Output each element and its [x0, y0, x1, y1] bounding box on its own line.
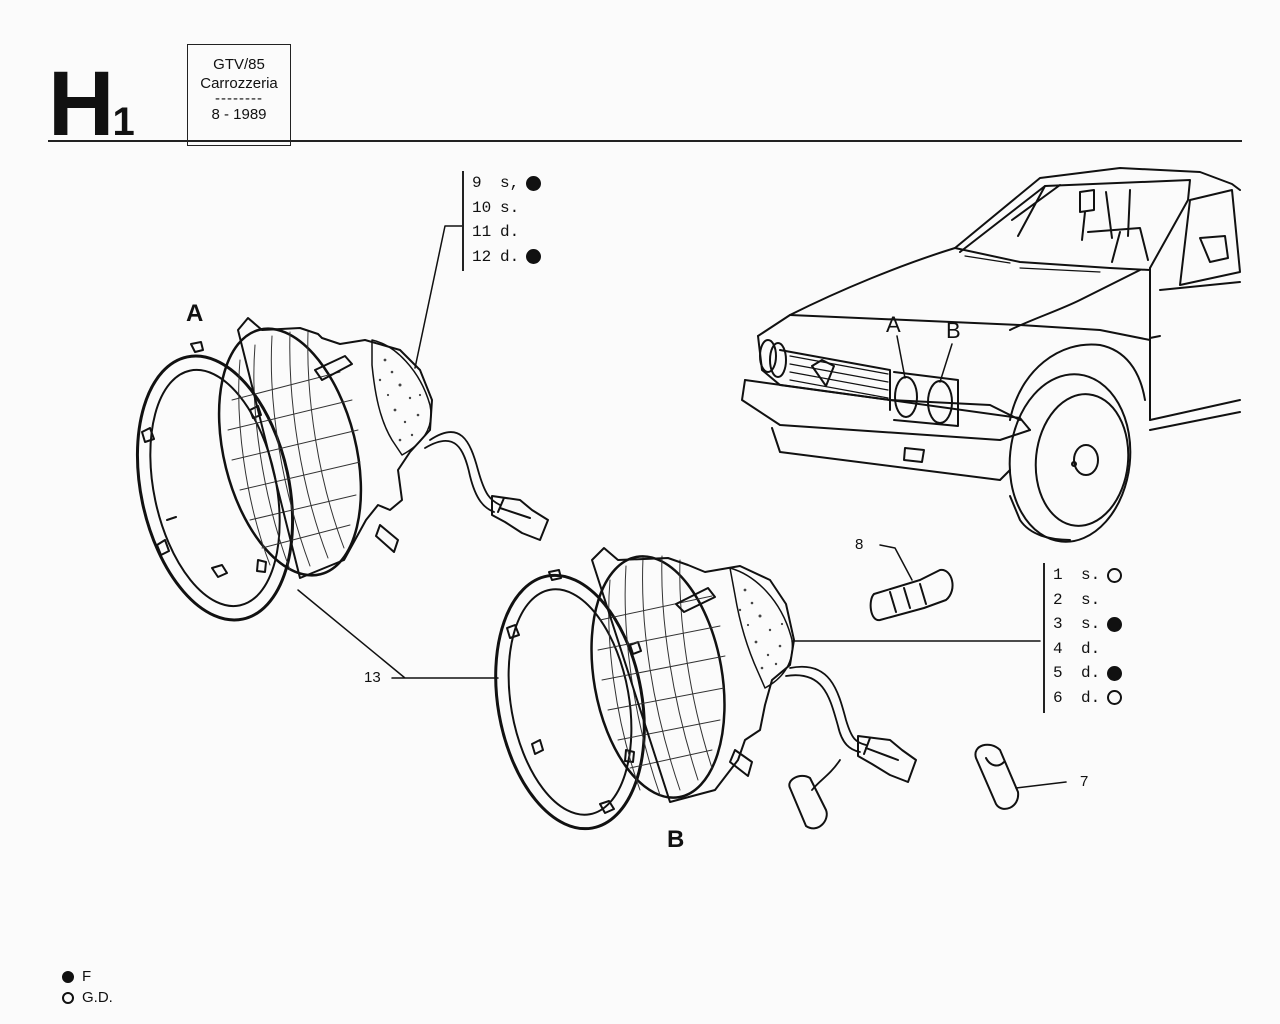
ref-number: 9 — [472, 174, 482, 192]
page-code-number: 1 — [112, 100, 135, 144]
ref-row: 11 d. — [472, 220, 541, 245]
ref-number: 1 — [1053, 566, 1063, 584]
bulb-7 — [974, 743, 1067, 810]
legend-label-f: F — [82, 968, 92, 985]
ref-row: 5 d. — [1053, 661, 1122, 686]
label-car-b: B — [946, 318, 961, 343]
housing-b — [591, 547, 795, 803]
filled-dot-icon — [62, 970, 74, 983]
filled-dot-icon — [1107, 616, 1122, 632]
section-name: Carrozzeria — [200, 75, 278, 92]
ref-row: 12 d. — [472, 245, 541, 270]
cable-b — [785, 665, 867, 753]
housing-a — [237, 317, 433, 579]
ref-row: 3 s. — [1053, 612, 1122, 637]
ref-side: d. — [1081, 664, 1101, 682]
lens-b — [590, 555, 726, 799]
ref-side: d. — [500, 223, 520, 241]
ref-side: s. — [1081, 615, 1101, 633]
header-divider — [48, 140, 1242, 142]
callout-bulb-holder: 8 — [855, 536, 864, 553]
ref-number: 4 — [1053, 639, 1063, 658]
page-code: H1 — [48, 58, 135, 150]
ref-row: 6 d. — [1053, 686, 1122, 711]
side-bulb-holder — [788, 774, 828, 830]
rim-leader — [297, 589, 499, 679]
ref-side: d. — [1081, 688, 1101, 707]
revision-date: 8 - 1989 — [211, 106, 267, 123]
legend-item-f: F — [62, 966, 113, 987]
open-dot-icon — [1107, 690, 1122, 706]
legend-label-gd: G.D. — [82, 989, 113, 1006]
title-dashes: -------- — [215, 90, 263, 107]
label-headlamp-b: B — [667, 826, 685, 853]
car-illustration — [741, 167, 1241, 543]
ref-number: 11 — [472, 223, 492, 241]
ref-number: 5 — [1053, 664, 1063, 682]
ref-row: 1 s. — [1053, 563, 1122, 588]
title-block: GTV/85 Carrozzeria -------- 8 - 1989 — [187, 44, 291, 146]
ref-side: s. — [1081, 566, 1101, 584]
connector-a — [491, 495, 549, 541]
label-car-a: A — [886, 312, 901, 337]
ref-list-headlamp-a: 9 s, 10 s. 11 d. 12 d. — [462, 171, 541, 271]
callout-rim: 13 — [364, 669, 381, 686]
filled-dot-icon — [526, 175, 541, 191]
ref-number: 6 — [1053, 688, 1063, 707]
ref-number: 10 — [472, 198, 492, 217]
trim-ring-a — [135, 354, 295, 622]
ref-side: s, — [500, 174, 520, 192]
connector-b — [857, 735, 917, 783]
model-name: GTV/85 — [213, 56, 265, 73]
cable-a — [424, 431, 501, 513]
ref-row: 9 s, — [472, 171, 541, 196]
ref-list-headlamp-b: 1 s. 2 s. 3 s. 4 d. 5 d. 6 d. — [1043, 563, 1122, 713]
ref-number: 12 — [472, 247, 492, 266]
headlamp-a-assembly — [135, 225, 549, 622]
ref-number: 3 — [1053, 615, 1063, 633]
open-dot-icon — [1107, 567, 1122, 583]
ref-side: d. — [1081, 639, 1101, 658]
ref-row: 10 s. — [472, 196, 541, 221]
ref-row: 2 s. — [1053, 588, 1122, 613]
ref-side: d. — [500, 247, 520, 266]
car-headlamp-a — [894, 376, 918, 418]
ref-row: 4 d. — [1053, 637, 1122, 662]
callout-bulb: 7 — [1080, 773, 1089, 790]
headlamp-b-assembly — [494, 547, 1041, 831]
page-code-letter: H — [48, 53, 114, 155]
filled-dot-icon — [526, 249, 541, 265]
lens-a — [217, 327, 363, 577]
open-dot-icon — [62, 991, 74, 1004]
ref-number: 2 — [1053, 590, 1063, 609]
ref-side: s. — [1081, 590, 1101, 609]
trim-ring-b — [494, 573, 646, 831]
legend-item-gd: G.D. — [62, 987, 113, 1008]
ref-side: s. — [500, 198, 520, 217]
label-headlamp-a: A — [186, 300, 204, 327]
legend: F G.D. — [62, 966, 113, 1008]
bulb-holder-8 — [869, 544, 954, 622]
filled-dot-icon — [1107, 665, 1122, 681]
